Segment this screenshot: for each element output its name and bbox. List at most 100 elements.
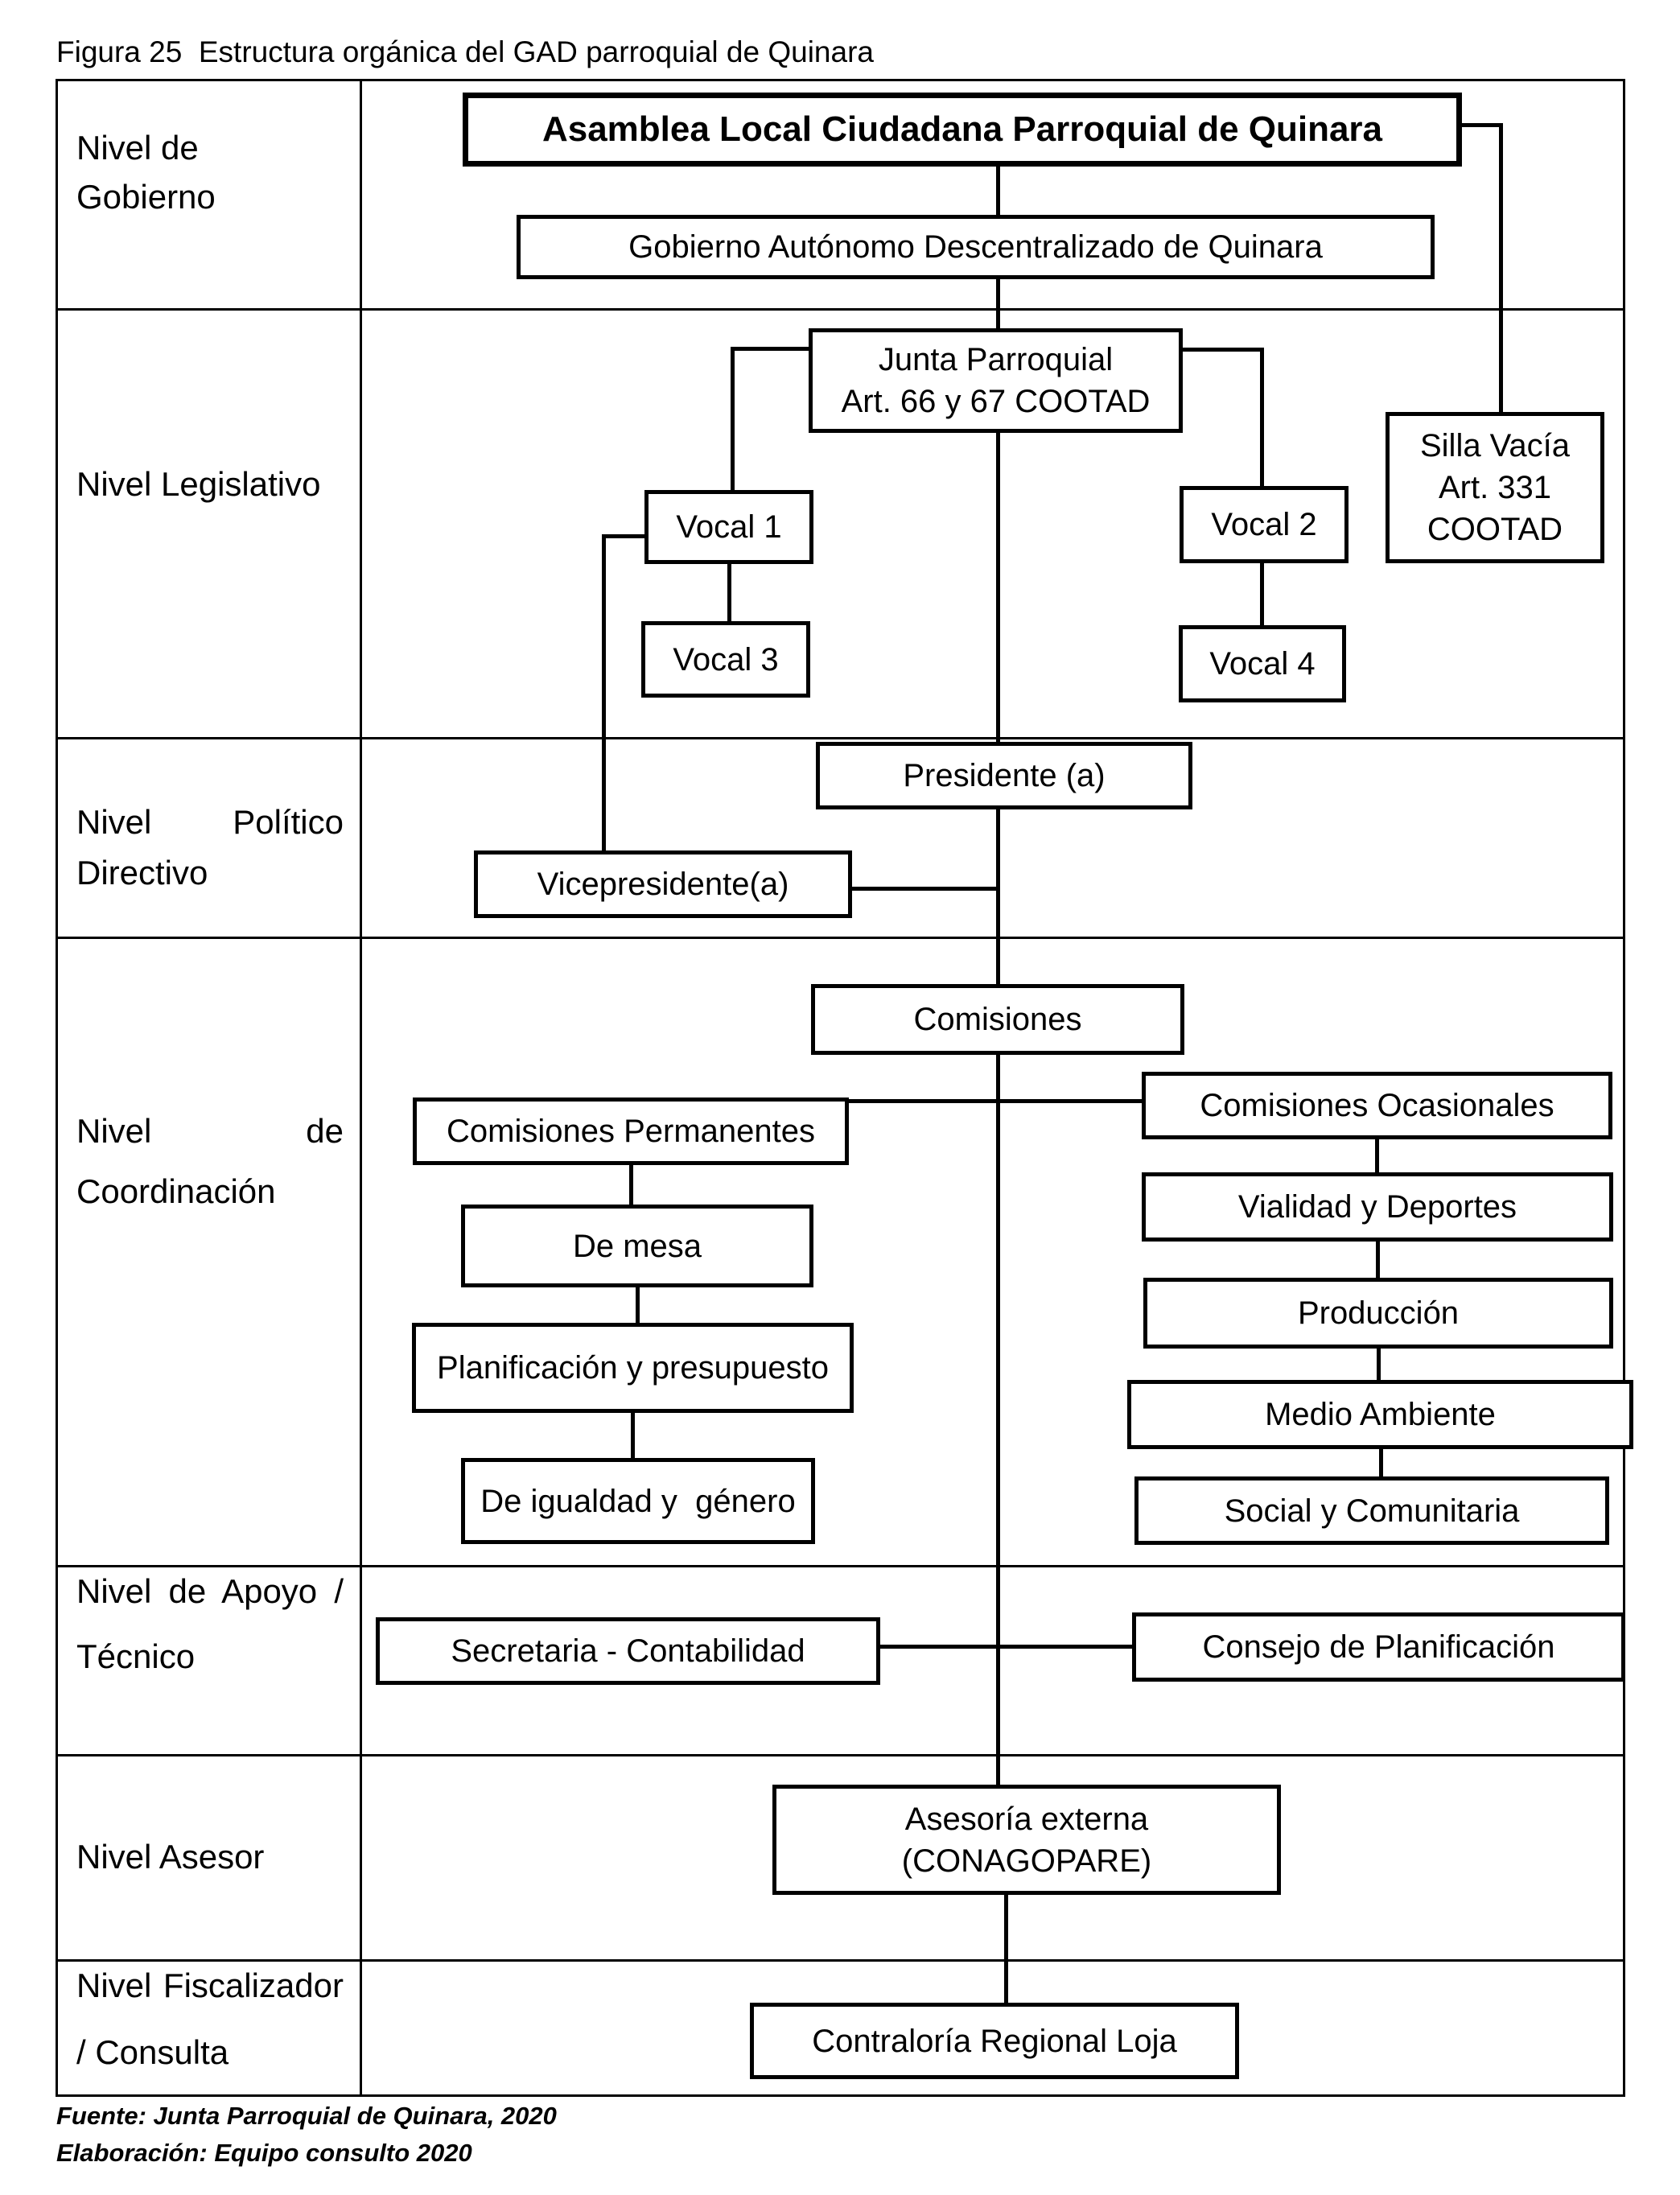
org-box-vocal4-label: Vocal 4 xyxy=(1209,646,1316,682)
level-label-line: Técnico xyxy=(76,1637,196,1675)
level-label-coordinacion: Nivel de Coordinación xyxy=(76,1110,344,1213)
connector-junta-vocal1-v xyxy=(731,347,735,490)
connector-asamblea-silla-v xyxy=(1499,123,1503,412)
level-label-line: Directivo xyxy=(76,853,208,892)
row-divider-4 xyxy=(56,1565,1625,1567)
org-box-igualdad-genero: De igualdad y género xyxy=(461,1458,815,1544)
table-column-divider xyxy=(360,79,362,2097)
org-box-medio-ambiente-label: Medio Ambiente xyxy=(1265,1397,1496,1432)
org-box-asesoria-label: (CONAGOPARE) xyxy=(901,1843,1152,1879)
level-label-line: Gobierno xyxy=(76,177,216,216)
row-divider-2 xyxy=(56,737,1625,739)
org-box-vocal3: Vocal 3 xyxy=(641,621,810,698)
org-box-vialidad-deportes: Vialidad y Deportes xyxy=(1142,1172,1613,1242)
org-box-silla-label: Art. 331 xyxy=(1438,470,1552,505)
figure-title: Figura 25 Estructura orgánica del GAD pa… xyxy=(56,35,874,68)
org-box-junta-parroquial: Junta Parroquial Art. 66 y 67 COOTAD xyxy=(809,328,1183,433)
org-box-medio-ambiente: Medio Ambiente xyxy=(1127,1380,1633,1449)
connector-asamblea-silla-h xyxy=(1462,123,1503,127)
org-box-vicepresidente-label: Vicepresidente(a) xyxy=(537,867,789,902)
level-label-line: Nivel de xyxy=(76,129,199,167)
row-divider-6 xyxy=(56,1959,1625,1962)
org-box-vocal2-label: Vocal 2 xyxy=(1211,507,1317,542)
org-box-contraloria: Contraloría Regional Loja xyxy=(750,2003,1239,2079)
connector-presidente-comisiones xyxy=(996,809,1000,984)
level-label-asesor: Nivel Asesor xyxy=(76,1836,344,1879)
org-box-asesoria-externa: Asesoría externa (CONAGOPARE) xyxy=(772,1785,1281,1895)
org-box-asamblea-label: Asamblea Local Ciudadana Parroquial de Q… xyxy=(541,109,1383,150)
org-box-vocal3-label: Vocal 3 xyxy=(673,641,779,677)
org-box-silla-label: Silla Vacía xyxy=(1419,428,1570,463)
row-divider-1 xyxy=(56,308,1625,311)
org-box-permanentes-label: Comisiones Permanentes xyxy=(447,1114,815,1149)
org-box-vialidad-label: Vialidad y Deportes xyxy=(1237,1189,1517,1225)
org-box-consejo-planificacion: Consejo de Planificación xyxy=(1132,1612,1625,1682)
org-box-presidente: Presidente (a) xyxy=(816,742,1192,809)
org-box-silla-vacia: Silla Vacía Art. 331 COOTAD xyxy=(1386,412,1604,563)
level-label-line: Coordinación xyxy=(76,1172,276,1210)
level-label-line: Nivel de Apoyo / xyxy=(76,1572,344,1610)
level-label-line: Nivel Político xyxy=(76,803,344,841)
org-box-junta-label: Art. 66 y 67 COOTAD xyxy=(841,384,1151,419)
connector-vocal2-vocal4 xyxy=(1260,563,1264,625)
connector-vocal1-vicepresidente-v xyxy=(602,534,606,850)
org-box-consejo-label: Consejo de Planificación xyxy=(1202,1629,1555,1665)
connector-asamblea-gad xyxy=(996,167,1000,215)
level-label-line: Nivel de xyxy=(76,1112,344,1150)
level-label-legislativo: Nivel Legislativo xyxy=(76,463,344,506)
level-label-line: Nivel Fiscalizador xyxy=(76,1966,344,2004)
org-box-comisiones: Comisiones xyxy=(811,984,1184,1055)
connector-demesa-planificacion xyxy=(636,1287,640,1323)
org-box-produccion: Producción xyxy=(1143,1278,1613,1349)
connector-permanentes-ocasionales xyxy=(849,1099,1142,1103)
org-box-comisiones-label: Comisiones xyxy=(913,1002,1082,1037)
org-box-secretaria-label: Secretaria - Contabilidad xyxy=(451,1633,805,1669)
org-box-planificacion-label: Planificación y presupuesto xyxy=(437,1350,829,1386)
org-box-vicepresidente: Vicepresidente(a) xyxy=(474,850,852,918)
connector-permanentes-demesa xyxy=(629,1165,633,1205)
org-box-junta-label: Junta Parroquial xyxy=(878,342,1114,377)
org-box-gad-label: Gobierno Autónomo Descentralizado de Qui… xyxy=(628,229,1323,265)
org-box-asesoria-label: Asesoría externa xyxy=(904,1801,1149,1837)
level-label-line: Nivel Legislativo xyxy=(76,465,321,503)
connector-junta-vocal2-v xyxy=(1260,348,1264,486)
org-box-planificacion-presupuesto: Planificación y presupuesto xyxy=(412,1323,854,1413)
connector-asesoria-contraloria xyxy=(1004,1895,1008,2003)
org-box-ocasionales-label: Comisiones Ocasionales xyxy=(1200,1088,1554,1123)
connector-secretaria-consejo xyxy=(880,1645,1132,1649)
org-box-social-label: Social y Comunitaria xyxy=(1224,1493,1520,1529)
org-box-comisiones-permanentes: Comisiones Permanentes xyxy=(413,1098,849,1165)
connector-vialidad-produccion xyxy=(1376,1242,1380,1278)
level-label-line: Nivel Asesor xyxy=(76,1838,265,1876)
org-box-gad: Gobierno Autónomo Descentralizado de Qui… xyxy=(517,215,1435,279)
level-label-politico-directivo: Nivel Político Directivo xyxy=(76,801,344,894)
org-box-silla-label: COOTAD xyxy=(1427,512,1563,547)
connector-gad-junta xyxy=(996,279,1000,328)
level-label-line: / Consulta xyxy=(76,2032,229,2071)
connector-medioambiente-social xyxy=(1379,1448,1383,1476)
source-note: Fuente: Junta Parroquial de Quinara, 202… xyxy=(56,2102,557,2130)
level-label-apoyo-tecnico: Nivel de Apoyo / Técnico xyxy=(76,1571,344,1678)
org-box-contraloria-label: Contraloría Regional Loja xyxy=(812,2023,1177,2059)
org-box-igualdad-label: De igualdad y género xyxy=(480,1483,796,1519)
org-box-vocal4: Vocal 4 xyxy=(1179,625,1346,702)
connector-ocasionales-vialidad xyxy=(1375,1139,1379,1172)
row-divider-5 xyxy=(56,1754,1625,1756)
org-box-asamblea: Asamblea Local Ciudadana Parroquial de Q… xyxy=(463,93,1462,167)
org-box-de-mesa: De mesa xyxy=(461,1205,813,1287)
org-box-comisiones-ocasionales: Comisiones Ocasionales xyxy=(1142,1072,1612,1139)
org-box-presidente-label: Presidente (a) xyxy=(903,758,1106,793)
elaboration-note: Elaboración: Equipo consulto 2020 xyxy=(56,2139,472,2167)
connector-comisiones-asesoria xyxy=(996,1055,1000,1785)
org-box-vocal2: Vocal 2 xyxy=(1180,486,1349,563)
connector-junta-vocal2-h xyxy=(1183,348,1264,352)
connector-junta-presidente xyxy=(996,433,1000,742)
level-label-gobierno: Nivel de Gobierno xyxy=(76,127,344,218)
org-box-de-mesa-label: De mesa xyxy=(572,1228,702,1264)
connector-vicepresidente-spine xyxy=(852,887,1000,891)
connector-junta-vocal1-h xyxy=(731,347,809,351)
row-divider-3 xyxy=(56,937,1625,939)
org-box-vocal1: Vocal 1 xyxy=(644,490,813,564)
connector-planificacion-igualdad xyxy=(631,1413,635,1458)
